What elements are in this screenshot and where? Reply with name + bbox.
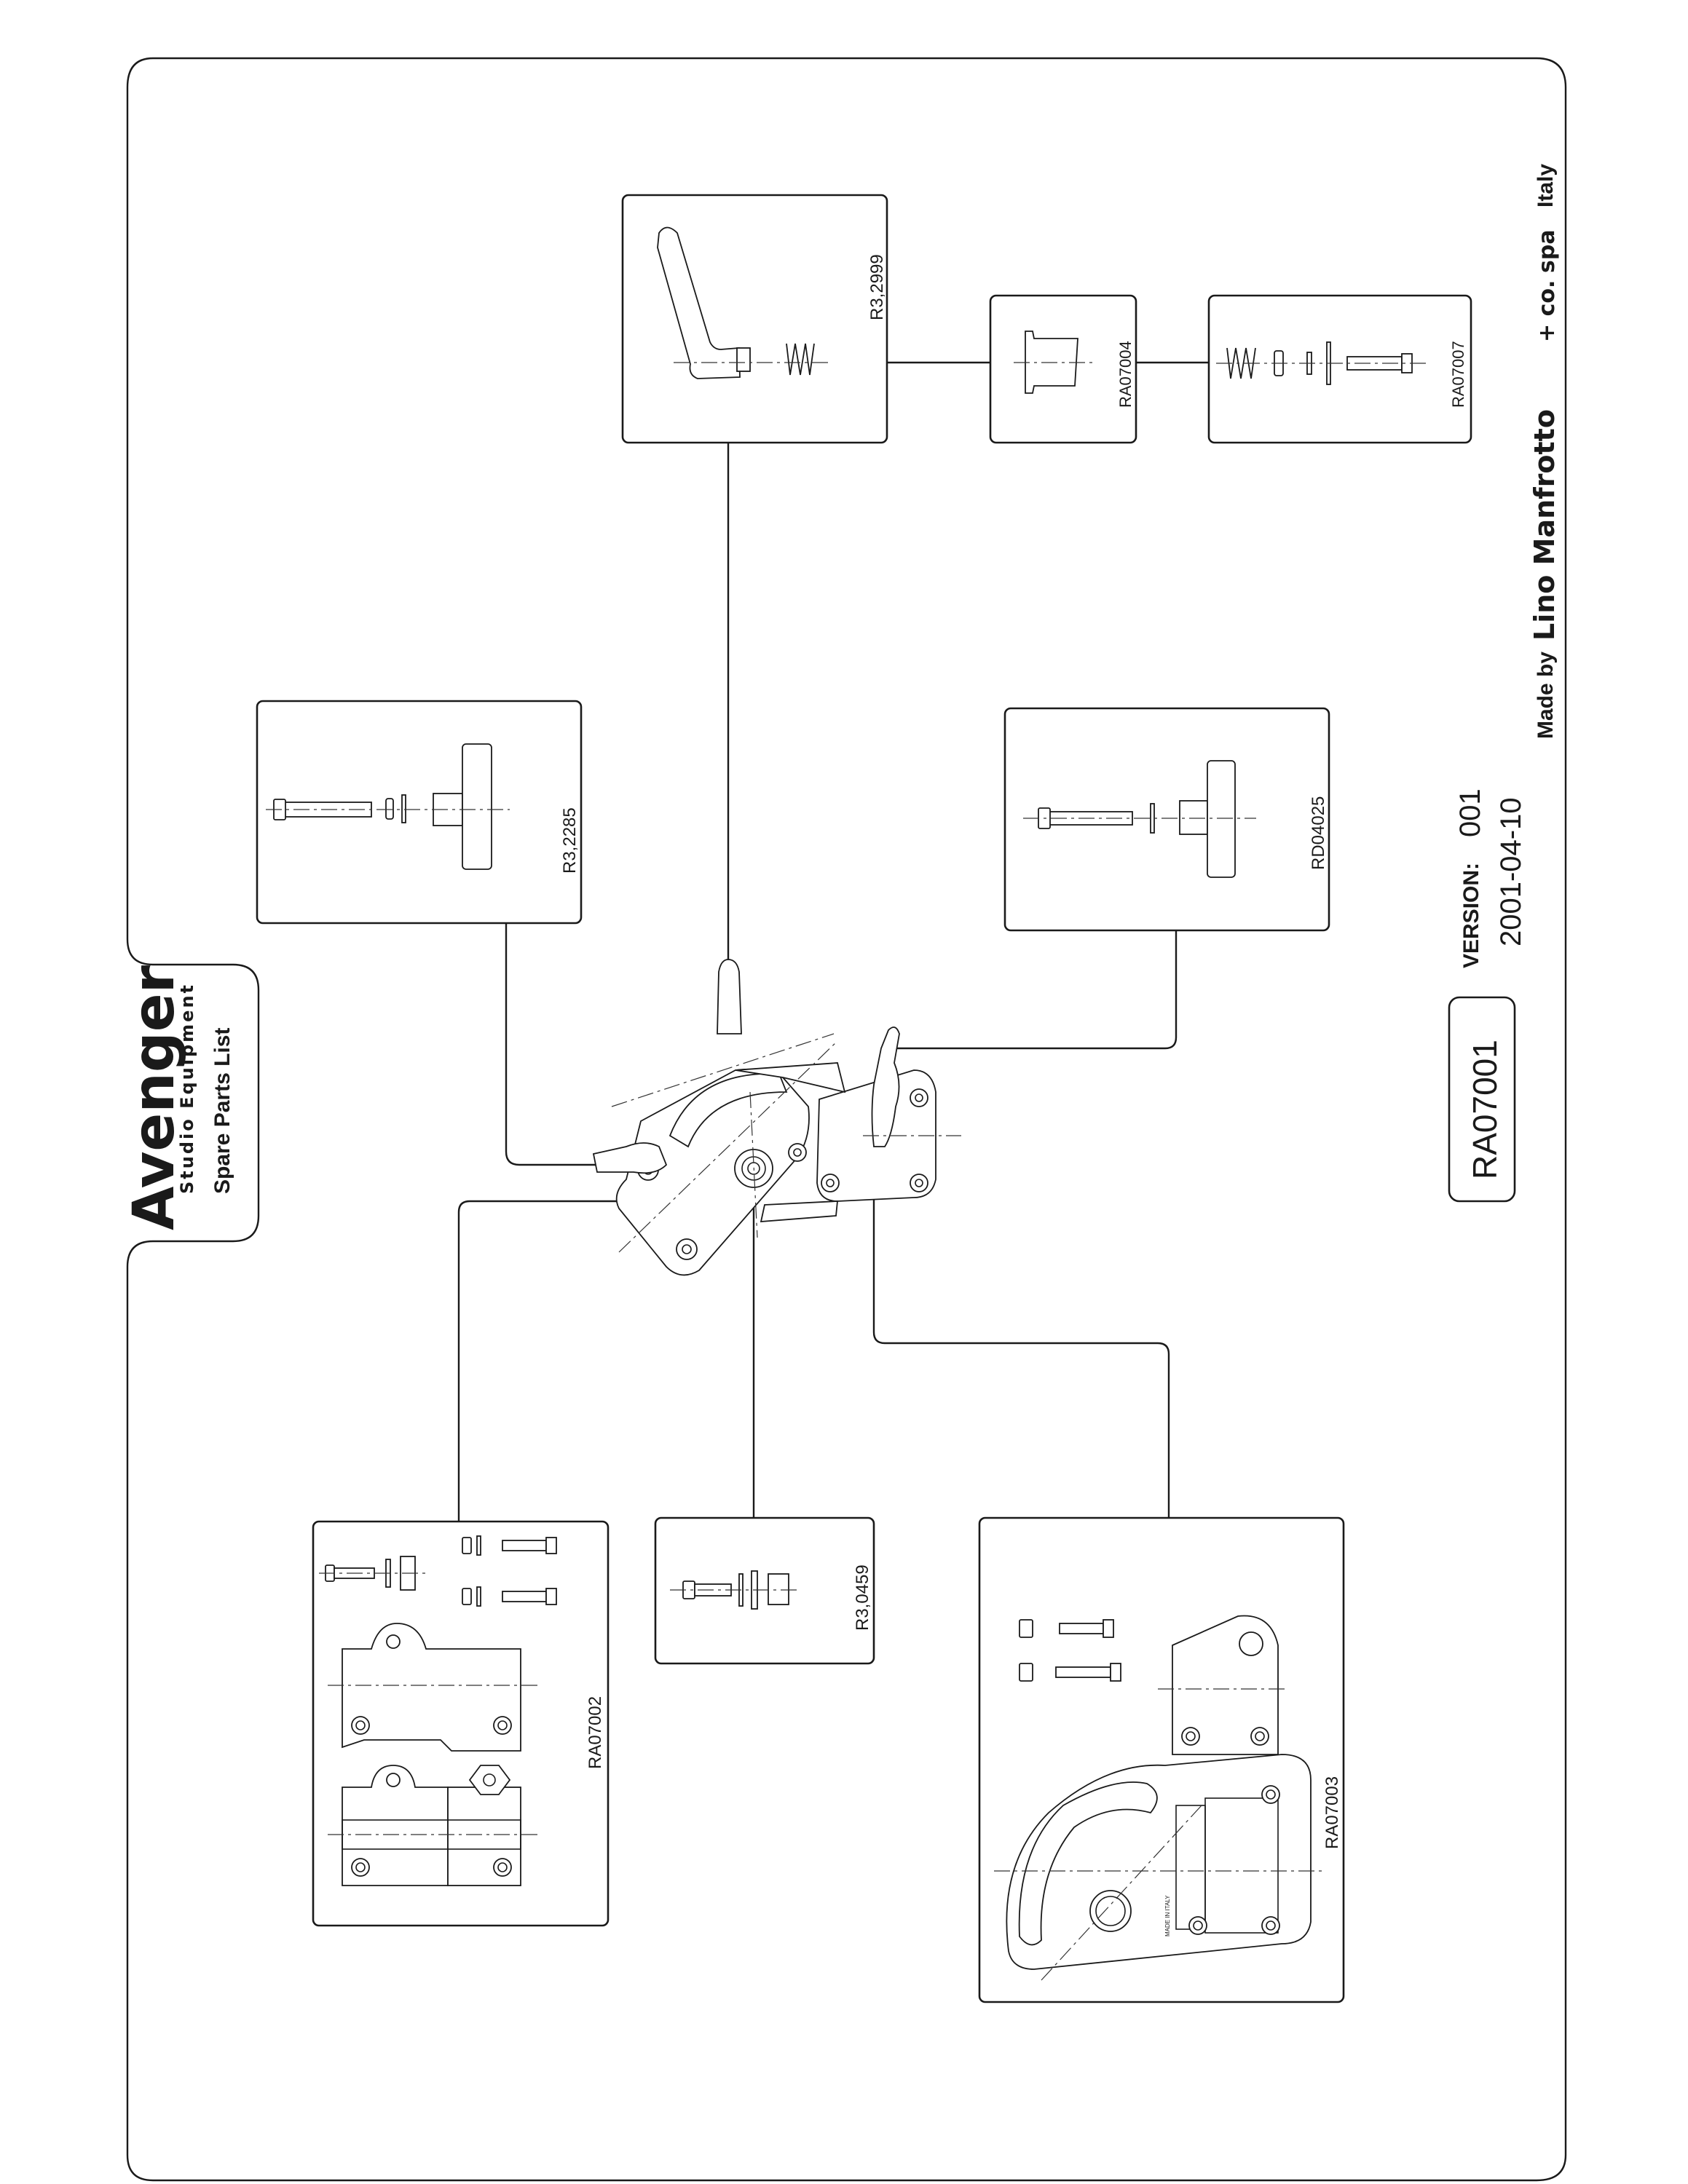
part-box-ra07002: RA07002: [312, 1520, 610, 1927]
maker-country: Italy: [1534, 164, 1558, 207]
version-label: VERSION:: [1459, 863, 1483, 968]
part-box-r3-2285: R3,2285: [256, 700, 583, 925]
assembly-code: RA07001: [1466, 1040, 1504, 1179]
central-assembly: [592, 959, 961, 1276]
part-box-r3-0459: R3,0459: [654, 1516, 875, 1665]
assembly-code-box: RA07001: [1448, 996, 1516, 1203]
sheet-border: [126, 57, 1567, 2182]
maker-spa: spa: [1534, 229, 1560, 273]
version-block: VERSION: 001 2001-04-10: [1454, 788, 1527, 968]
part-code-ra07002: RA07002: [585, 1696, 605, 1769]
version-number: 001: [1454, 788, 1486, 837]
part-code-ra07004: RA07004: [1116, 341, 1135, 408]
part-code-r3-2285: R3,2285: [560, 807, 580, 874]
part-code-r3-2999: R3,2999: [867, 254, 887, 320]
brand-subtitle: Studio Equipment: [177, 983, 197, 1194]
part-code-ra07003: RA07003: [1322, 1776, 1342, 1849]
version-date: 2001-04-10: [1495, 797, 1527, 946]
part-box-ra07003: MADE IN ITALY RA07003: [978, 1516, 1345, 2003]
title-block: Avenger Studio Equipment Spare Parts Lis…: [122, 965, 234, 1230]
maker-name: Lino Manfrotto: [1529, 409, 1561, 641]
document-title: Spare Parts List: [210, 1028, 234, 1194]
brand-logo: Avenger: [122, 965, 187, 1230]
part-code-rd04025: RD04025: [1309, 796, 1328, 870]
part-box-rd04025: RD04025: [1003, 707, 1330, 932]
maker-suffix: + co.: [1534, 280, 1560, 342]
part-box-ra07004: RA07004: [989, 294, 1137, 444]
part-box-ra07007: RA07007: [1207, 294, 1472, 444]
part-code-r3-0459: R3,0459: [853, 1564, 872, 1631]
connector-lines: [457, 361, 1209, 1522]
maker-prefix: Made by: [1534, 652, 1558, 739]
maker-line: Made by Lino Manfrotto + co. spa Italy: [1529, 164, 1561, 739]
part-box-r3-2999: R3,2999: [621, 194, 888, 444]
part-code-ra07007: RA07007: [1449, 341, 1467, 408]
made-in-italy-mark: MADE IN ITALY: [1164, 1895, 1171, 1936]
